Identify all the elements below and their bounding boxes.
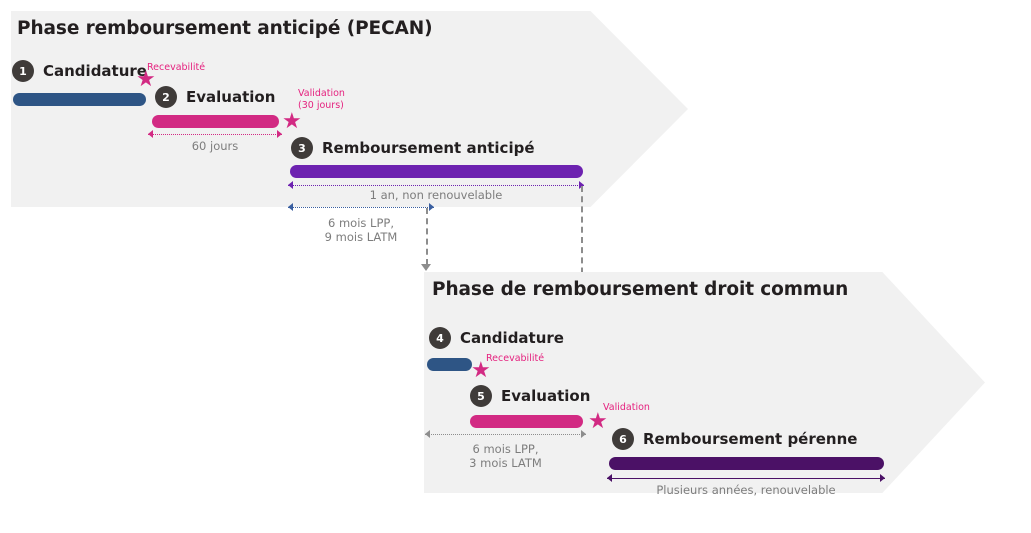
- measure-line: [607, 478, 885, 479]
- measure-60-jours-label: 60 jours: [191, 139, 239, 153]
- measure-6-mois-lpp-2-line2: 3 mois LATM: [469, 456, 542, 470]
- milestone-recevabilite-2-label: Recevabilité: [486, 353, 545, 364]
- star-icon: ★: [471, 358, 491, 383]
- measure-line: [288, 207, 434, 208]
- step-3-number: 3: [291, 137, 313, 159]
- step-5-header: 5 Evaluation: [470, 385, 590, 407]
- step-1-label: Candidature: [43, 62, 147, 80]
- step-2-number: 2: [155, 86, 177, 108]
- step-6-duration-bar: [609, 457, 884, 470]
- arrow-head-right: [581, 430, 586, 438]
- measure-line: [288, 185, 584, 186]
- measure-line: [148, 134, 282, 135]
- measure-line: [425, 434, 586, 435]
- measure-6-mois-lpp-2: [425, 430, 586, 439]
- step-3-header: 3 Remboursement anticipé: [291, 137, 535, 159]
- step-6-header: 6 Remboursement pérenne: [612, 428, 857, 450]
- milestone-recevabilite-1-label: Recevabilité: [147, 62, 206, 73]
- measure-6-mois-lpp-1: [288, 203, 434, 212]
- arrow-head-left: [148, 130, 153, 138]
- arrow-head-left: [288, 203, 293, 211]
- step-4-label: Candidature: [460, 329, 564, 347]
- phase-2-title: Phase de remboursement droit commun: [432, 279, 849, 300]
- phase-panel-droit-commun: [424, 272, 985, 493]
- measure-60-jours: [148, 130, 282, 139]
- milestone-validation-1-line2: (30 jours): [298, 100, 344, 111]
- arrow-head-left: [425, 430, 430, 438]
- arrow-head-left: [288, 181, 293, 189]
- step-4-number: 4: [429, 327, 451, 349]
- milestone-validation-2-label: Validation: [603, 402, 650, 413]
- step-1-number: 1: [12, 60, 34, 82]
- step-1-header: 1 Candidature: [12, 60, 147, 82]
- arrow-head-right: [429, 203, 434, 211]
- arrow-head-right: [277, 130, 282, 138]
- step-4-duration-bar: [427, 358, 472, 371]
- milestone-validation-1-line1: Validation: [298, 88, 345, 99]
- measure-6-mois-lpp-2-line1: 6 mois LPP,: [472, 442, 539, 456]
- arrow-head-right: [880, 474, 885, 482]
- measure-plusieurs-annees-label: Plusieurs années, renouvelable: [656, 483, 836, 497]
- connector-line-left: [426, 208, 428, 265]
- star-icon: ★: [136, 67, 156, 92]
- measure-6-mois-lpp-1-line1: 6 mois LPP,: [328, 216, 394, 230]
- step-5-duration-bar: [470, 415, 583, 428]
- step-5-label: Evaluation: [501, 387, 591, 405]
- step-4-header: 4 Candidature: [429, 327, 564, 349]
- star-icon: ★: [588, 409, 608, 434]
- measure-1-an-label: 1 an, non renouvelable: [369, 188, 503, 202]
- step-3-duration-bar: [290, 165, 583, 178]
- arrow-head-right: [579, 181, 584, 189]
- star-icon: ★: [282, 109, 302, 134]
- step-2-label: Evaluation: [186, 88, 276, 106]
- measure-plusieurs-annees: [607, 474, 885, 483]
- step-6-number: 6: [612, 428, 634, 450]
- step-1-duration-bar: [13, 93, 146, 106]
- step-2-header: 2 Evaluation: [155, 86, 275, 108]
- step-5-number: 5: [470, 385, 492, 407]
- step-6-label: Remboursement pérenne: [643, 430, 858, 448]
- connector-arrow-head-left: [421, 264, 431, 271]
- step-3-label: Remboursement anticipé: [322, 139, 535, 157]
- measure-6-mois-lpp-1-line2: 9 mois LATM: [324, 230, 398, 244]
- step-2-duration-bar: [152, 115, 279, 128]
- phase-1-title: Phase remboursement anticipé (PECAN): [17, 18, 433, 39]
- arrow-head-left: [607, 474, 612, 482]
- measure-1-an: [288, 181, 584, 190]
